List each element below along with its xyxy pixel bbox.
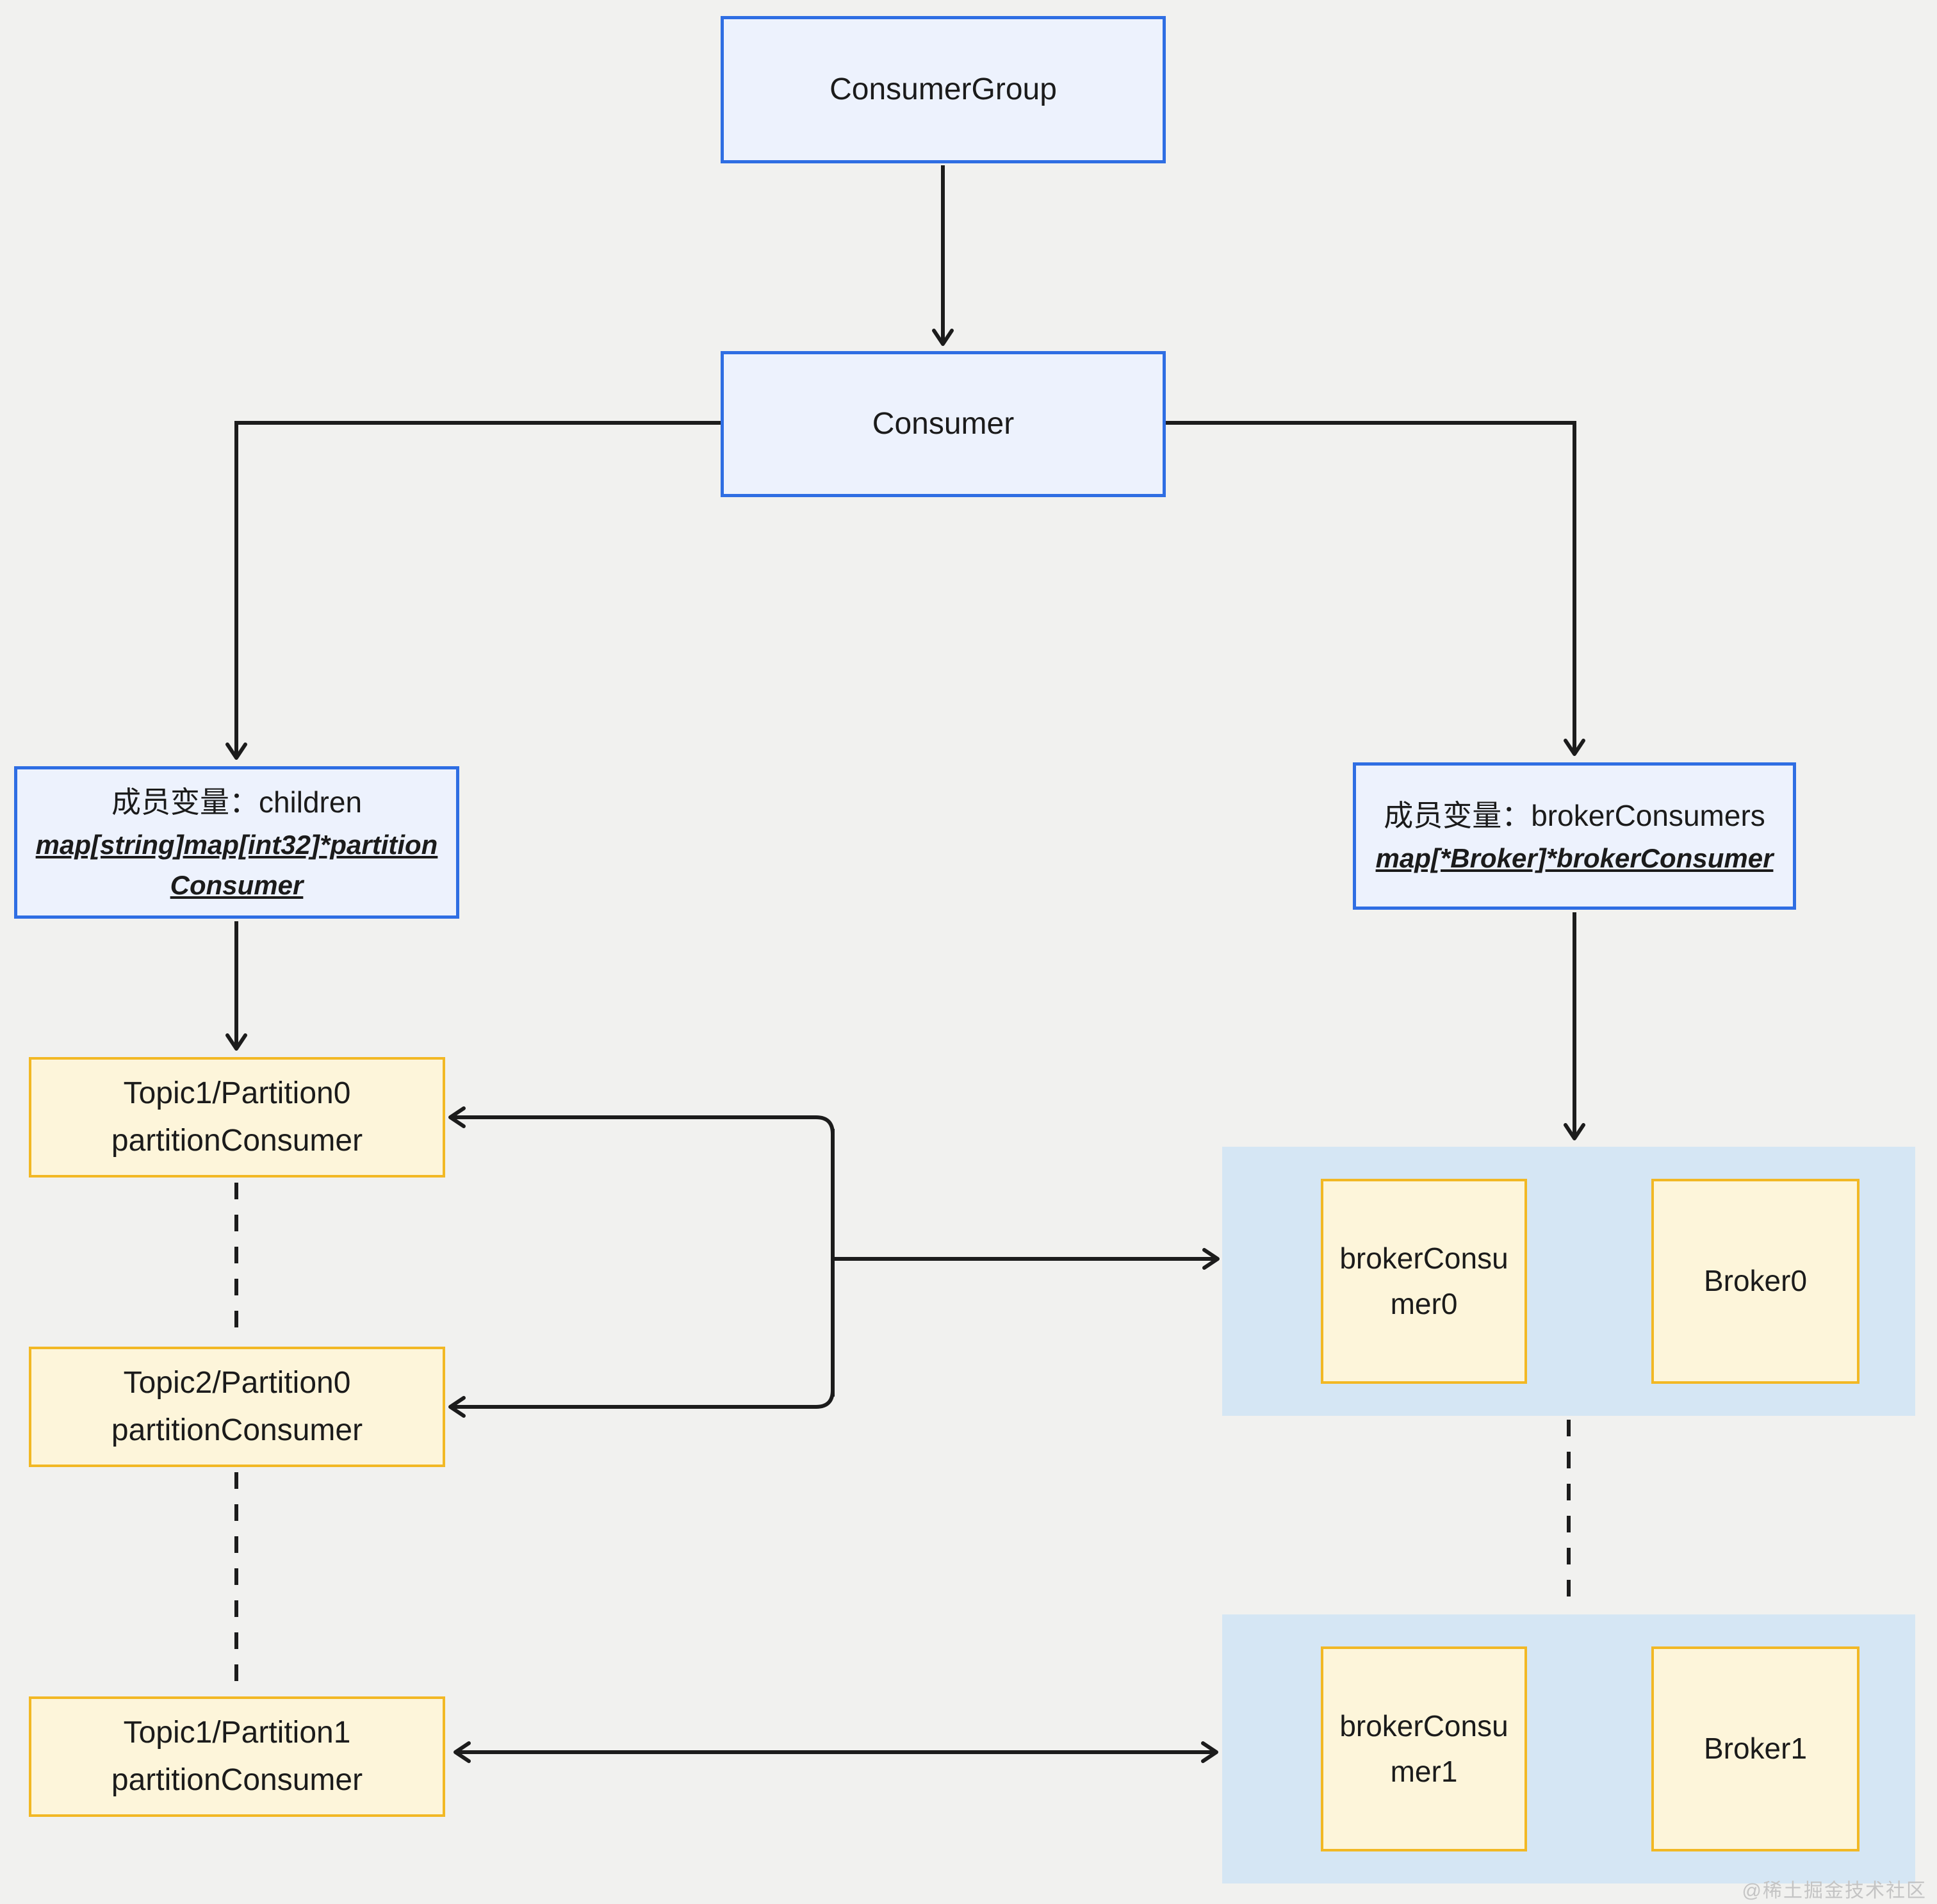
node-topic1-partition0: Topic1/Partition0 partitionConsumer xyxy=(29,1057,445,1178)
member-children-type-line1: map[string]map[int32]*partition xyxy=(35,829,438,860)
connector-consumer-children xyxy=(225,421,721,760)
node-broker-consumer0: brokerConsu mer0 xyxy=(1321,1179,1527,1384)
node-topic2-partition0: Topic2/Partition0 partitionConsumer xyxy=(29,1347,445,1467)
topic1-partition0-line2: partitionConsumer xyxy=(111,1124,363,1158)
topic1-partition0-line1: Topic1/Partition0 xyxy=(123,1076,351,1110)
topic2-partition0-line1: Topic2/Partition0 xyxy=(123,1365,351,1400)
node-topic1-partition1: Topic1/Partition1 partitionConsumer xyxy=(29,1696,445,1817)
node-consumer-group: ConsumerGroup xyxy=(721,16,1166,163)
node-broker0: Broker0 xyxy=(1651,1179,1859,1384)
connector-consumer-brokerconsumers xyxy=(1166,421,1585,756)
member-children-title: 成员变量：children xyxy=(111,785,363,819)
member-broker-consumers-title: 成员变量：brokerConsumers xyxy=(1384,799,1765,832)
node-member-children: 成员变量：children map[string]map[int32]*part… xyxy=(14,766,459,919)
member-broker-consumers-type-line1: map[*Broker]*brokerConsumer xyxy=(1375,843,1774,873)
broker1-label: Broker1 xyxy=(1703,1732,1808,1766)
watermark: @稀土掘金技术社区 xyxy=(1742,1880,1927,1901)
broker-consumer0-line1: brokerConsu xyxy=(1339,1241,1508,1275)
consumer-label: Consumer xyxy=(872,406,1015,441)
broker-consumer1-line2: mer1 xyxy=(1390,1755,1458,1788)
topic2-partition0-line2: partitionConsumer xyxy=(111,1413,363,1447)
member-children-type-line2: Consumer xyxy=(170,869,304,900)
node-member-broker-consumers: 成员变量：brokerConsumers map[*Broker]*broker… xyxy=(1353,762,1796,910)
topic1-partition1-line1: Topic1/Partition1 xyxy=(123,1715,351,1750)
node-consumer: Consumer xyxy=(721,351,1166,497)
node-broker1: Broker1 xyxy=(1651,1646,1859,1851)
topic1-partition1-line2: partitionConsumer xyxy=(111,1763,363,1797)
consumer-group-label: ConsumerGroup xyxy=(830,72,1057,106)
broker0-label: Broker0 xyxy=(1703,1264,1808,1298)
junction-bottom-arrow xyxy=(448,1390,835,1418)
broker-consumer1-line1: brokerConsu xyxy=(1339,1709,1508,1743)
junction-top-arrow xyxy=(448,1106,835,1135)
broker-consumer0-line2: mer0 xyxy=(1390,1287,1458,1320)
node-broker-consumer1: brokerConsu mer1 xyxy=(1321,1646,1527,1851)
